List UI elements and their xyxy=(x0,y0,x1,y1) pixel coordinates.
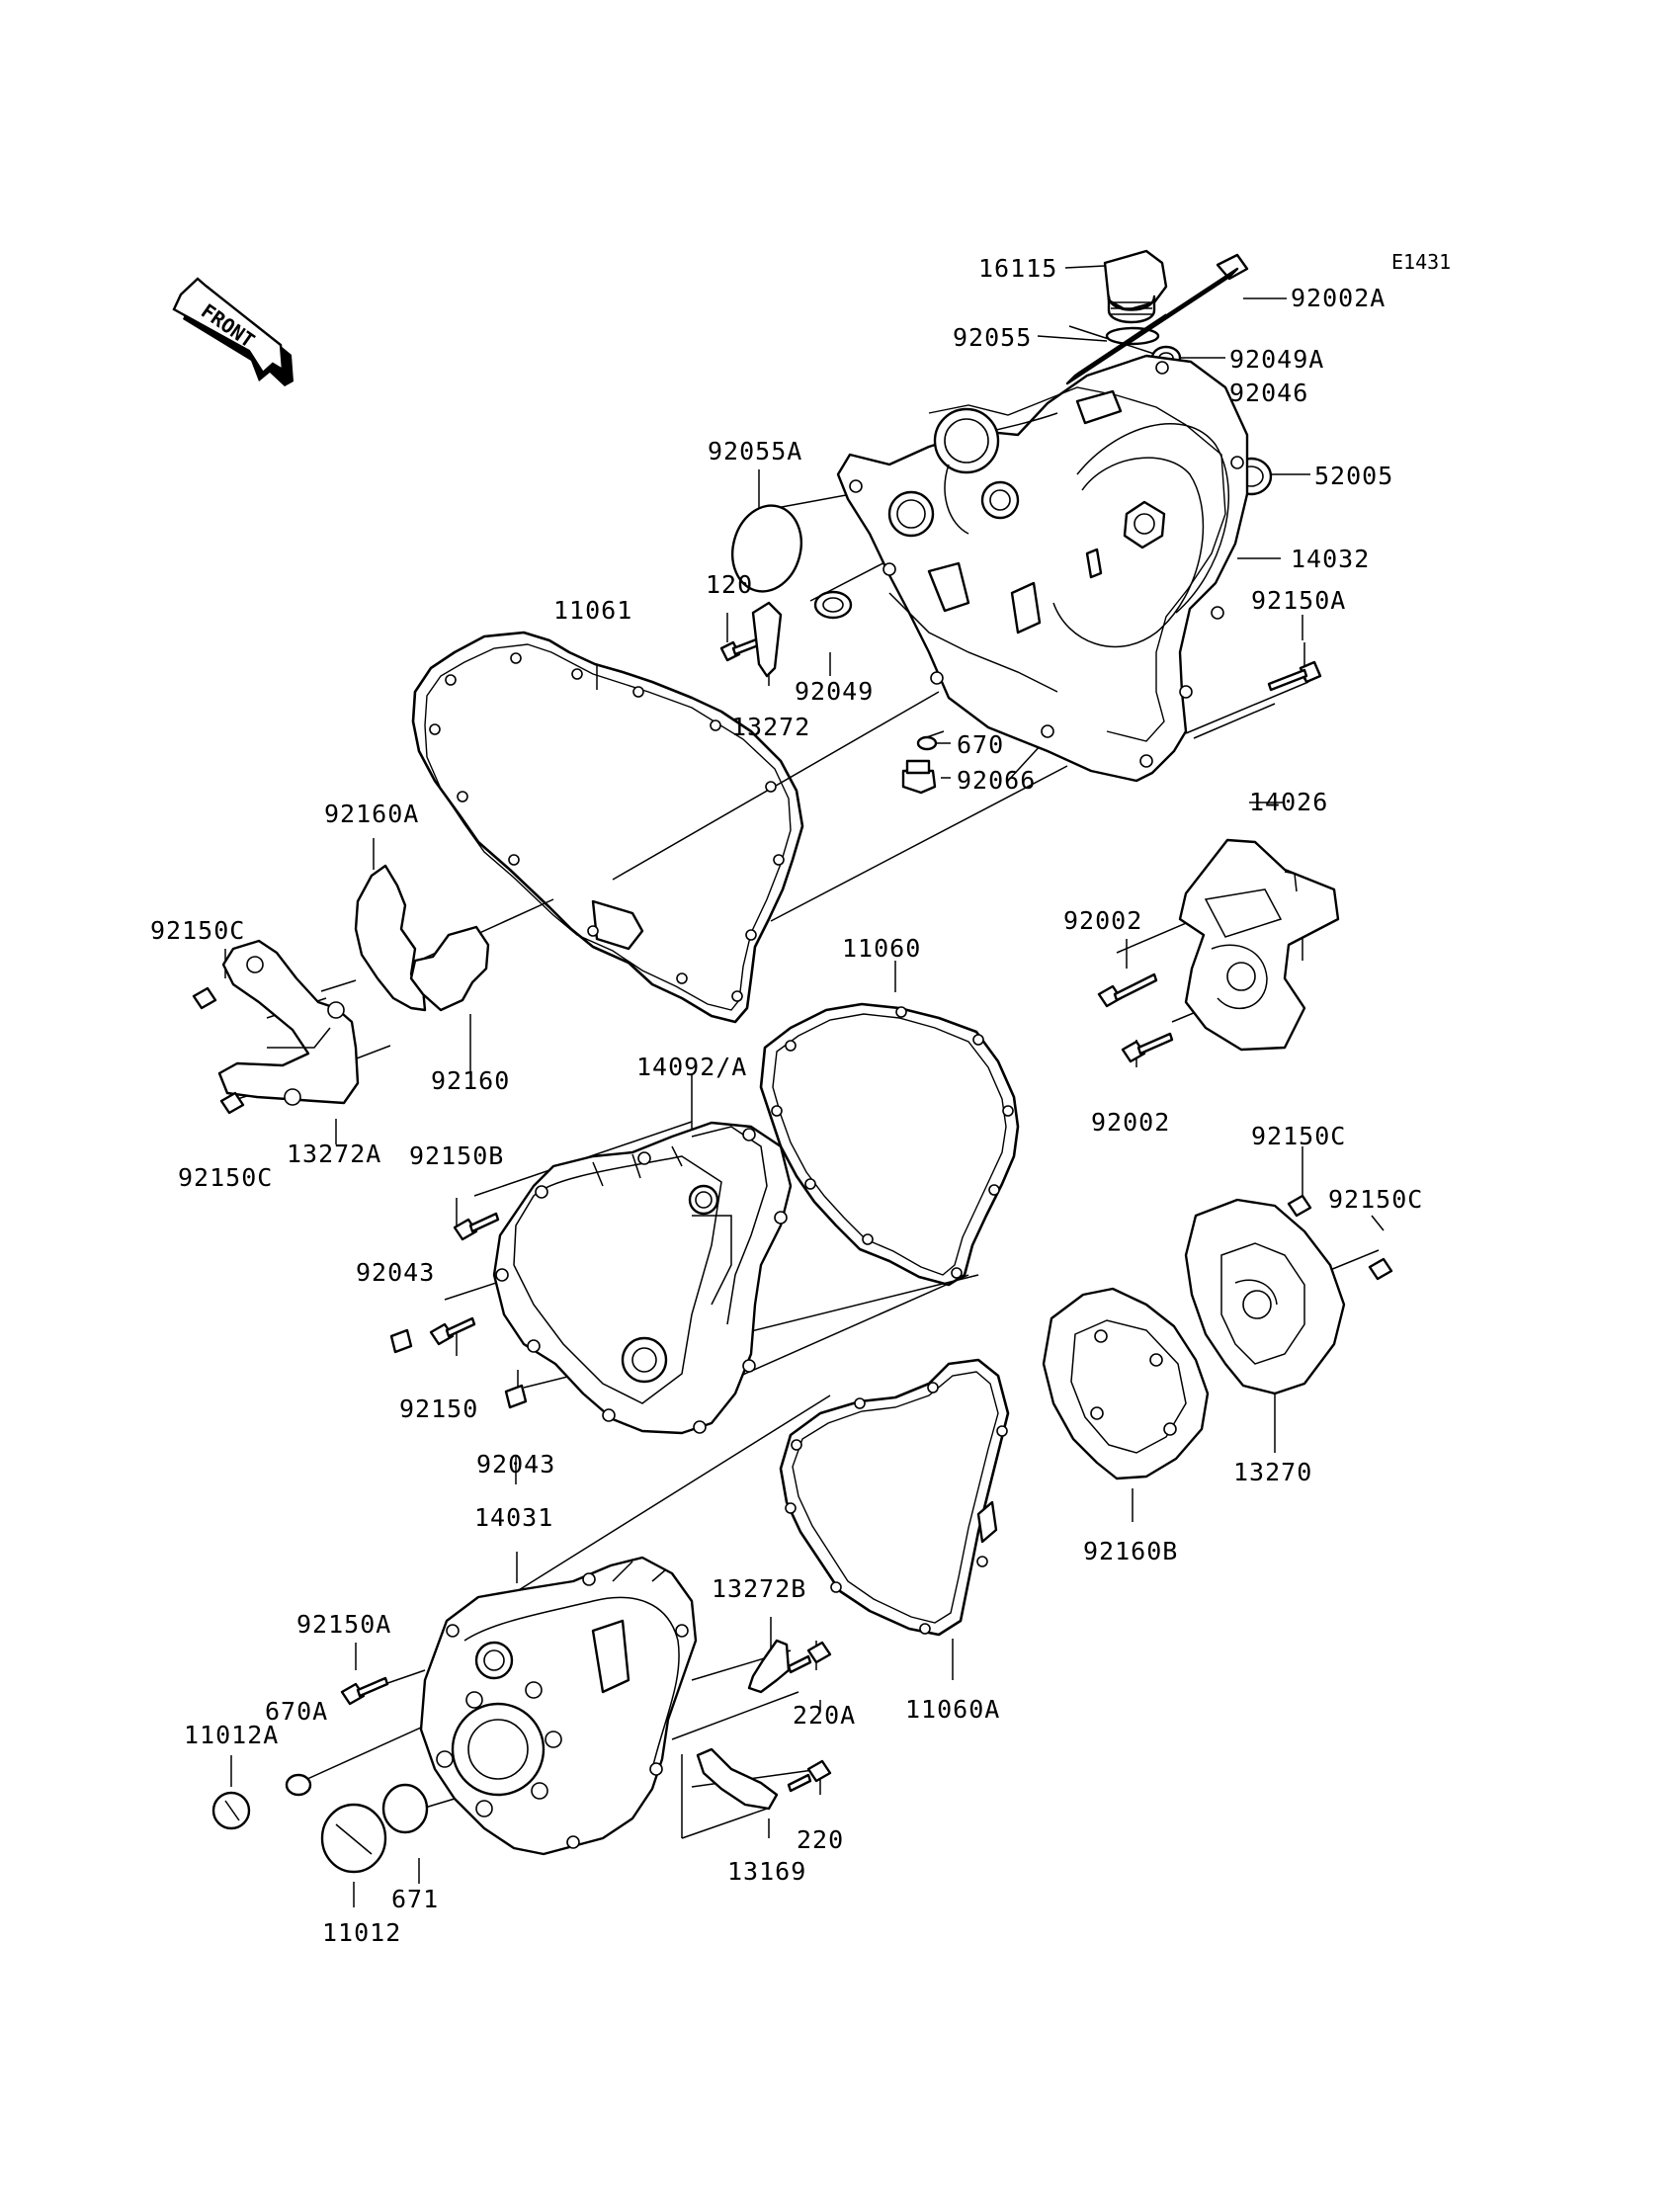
label-92055A: 92055A xyxy=(708,437,802,465)
bolt-92150B xyxy=(453,1212,500,1241)
bolt-92150C-right-top xyxy=(1287,1194,1312,1218)
label-92002-top: 92002 xyxy=(1063,906,1142,935)
bolt-92150A-top xyxy=(1267,660,1322,692)
label-220: 220 xyxy=(797,1825,844,1854)
o-ring-670A xyxy=(285,1773,312,1797)
label-13272: 13272 xyxy=(731,713,810,741)
seal-92049 xyxy=(813,590,853,620)
label-14032: 14032 xyxy=(1291,545,1370,573)
plate-13169 xyxy=(696,1747,779,1811)
label-13272A: 13272A xyxy=(287,1140,381,1168)
plug-92066 xyxy=(901,759,937,795)
clutch-cover-14032 xyxy=(836,354,1249,783)
label-11060: 11060 xyxy=(842,934,921,963)
label-13270: 13270 xyxy=(1233,1458,1312,1486)
bolt-92002A xyxy=(1065,253,1249,385)
label-92150C-left-top: 92150C xyxy=(150,916,245,945)
label-92150A-bottom: 92150A xyxy=(296,1610,391,1639)
plate-92160B xyxy=(1042,1287,1210,1480)
diagram-code: E1431 xyxy=(1391,250,1451,274)
label-14092A: 14092/A xyxy=(636,1053,747,1081)
gasket-11060A xyxy=(779,1358,1010,1637)
label-92150A-top: 92150A xyxy=(1251,586,1346,615)
label-92150C-right-top: 92150C xyxy=(1251,1122,1346,1150)
label-92049A: 92049A xyxy=(1229,345,1324,374)
bolt-92150A-bottom xyxy=(340,1676,389,1706)
label-670: 670 xyxy=(957,730,1004,759)
label-671: 671 xyxy=(391,1885,439,1913)
bolt-220 xyxy=(787,1759,832,1793)
cover-14092A xyxy=(492,1121,793,1435)
bolt-92002-bottom xyxy=(1121,1032,1174,1063)
label-11061: 11061 xyxy=(553,596,632,625)
label-220A: 220A xyxy=(793,1701,856,1730)
label-92160: 92160 xyxy=(431,1066,510,1095)
label-13272B: 13272B xyxy=(712,1574,806,1603)
o-ring-671 xyxy=(381,1783,429,1834)
o-ring-670 xyxy=(916,735,938,751)
bolt-92150 xyxy=(429,1316,476,1346)
front-arrow-icon: FRONT xyxy=(172,277,294,386)
label-16115: 16115 xyxy=(978,254,1057,283)
sprocket-cover-14026 xyxy=(1178,838,1340,1052)
label-92150B: 92150B xyxy=(409,1141,504,1170)
label-92049: 92049 xyxy=(795,677,874,706)
label-92150C-right: 92150C xyxy=(1328,1185,1423,1214)
label-670A: 670A xyxy=(265,1697,328,1726)
plate-13272B xyxy=(747,1639,791,1694)
cap-11012 xyxy=(320,1803,387,1874)
gasket-11060 xyxy=(759,1002,1020,1287)
labels: 16115 92002A 92055 92049A 92046 52005 92… xyxy=(150,254,1423,1947)
o-ring-92055A xyxy=(731,504,802,593)
gasket-11061 xyxy=(411,631,804,1024)
label-11060A: 11060A xyxy=(905,1695,1000,1724)
label-92150C-left-bottom: 92150C xyxy=(178,1163,273,1192)
label-92055: 92055 xyxy=(953,323,1032,352)
label-14026: 14026 xyxy=(1249,788,1328,816)
label-52005: 52005 xyxy=(1314,462,1393,490)
bolt-92150C-right xyxy=(1368,1257,1393,1281)
bolt-92150C-left-bottom xyxy=(219,1091,245,1115)
label-92160A: 92160A xyxy=(324,800,419,828)
bolt-92150C-left-top xyxy=(192,986,217,1010)
bolt-92002-top xyxy=(1097,972,1158,1008)
plate-92160 xyxy=(409,925,490,1012)
label-11012A: 11012A xyxy=(184,1721,279,1749)
label-14031: 14031 xyxy=(474,1503,553,1532)
generator-cover-14031 xyxy=(419,1556,698,1856)
dowel-92043-bottom xyxy=(504,1384,528,1409)
guard-13272A xyxy=(217,939,360,1106)
oil-filler-cap-16115 xyxy=(1103,249,1168,324)
label-120: 120 xyxy=(706,570,753,599)
dowel-92043-top xyxy=(389,1328,413,1354)
label-11012: 11012 xyxy=(322,1918,401,1947)
bolt-220A xyxy=(787,1641,832,1674)
label-13169: 13169 xyxy=(727,1857,806,1886)
guard-plate-13270 xyxy=(1184,1198,1346,1395)
label-92043-top: 92043 xyxy=(356,1258,435,1287)
label-92002-bottom: 92002 xyxy=(1091,1108,1170,1137)
label-92150: 92150 xyxy=(399,1394,478,1423)
label-92160B: 92160B xyxy=(1083,1537,1178,1565)
plate-92160A xyxy=(354,864,427,1012)
cap-11012A xyxy=(211,1791,251,1830)
plate-13272 xyxy=(751,601,783,678)
label-92002A: 92002A xyxy=(1291,284,1386,312)
label-92046: 92046 xyxy=(1229,379,1308,407)
label-92066: 92066 xyxy=(957,766,1036,795)
label-92043-bottom: 92043 xyxy=(476,1450,555,1479)
